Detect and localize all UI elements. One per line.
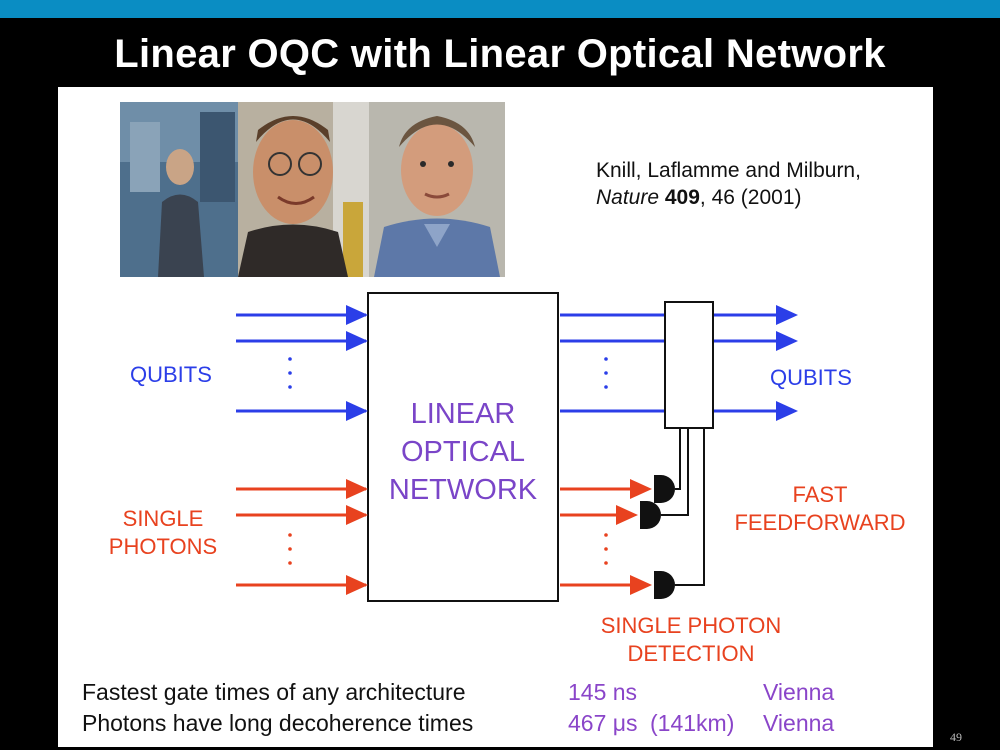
output-photon-lines xyxy=(560,487,638,587)
fast-feedforward-line2: FEEDFORWARD xyxy=(734,510,906,535)
network-label-line1: LINEAR xyxy=(410,398,516,430)
photo-knill xyxy=(120,102,238,277)
output-qubit-lines xyxy=(560,313,778,413)
output-photon-ellipsis xyxy=(604,533,608,565)
output-qubit-ellipsis xyxy=(604,357,608,389)
single-photon-detection-label: SINGLE PHOTON DETECTION xyxy=(588,612,794,668)
input-qubit-ellipsis xyxy=(288,357,292,389)
qubits-input-label: QUBITS xyxy=(130,362,212,387)
single-photons-line2: PHOTONS xyxy=(108,534,218,559)
single-photons-label: SINGLE PHOTONS xyxy=(98,505,228,561)
page-number: 49 xyxy=(950,730,962,744)
fast-feedforward-line1: FAST xyxy=(792,482,848,507)
photon-detectors xyxy=(640,475,675,599)
fact-1-value: 145 ns xyxy=(568,679,638,705)
photo-milburn xyxy=(369,102,505,277)
fast-feedforward-label: FAST FEEDFORWARD xyxy=(722,481,918,537)
photo-laflamme xyxy=(238,102,369,277)
feedforward-wires xyxy=(661,428,705,586)
network-label-line2: OPTICAL xyxy=(400,436,526,468)
single-photons-line1: SINGLE xyxy=(122,506,204,531)
citation-volume: 409 xyxy=(664,186,700,209)
person-photo-icon xyxy=(238,102,369,277)
header-band xyxy=(0,0,1000,18)
citation: Knill, Laflamme and Milburn, Nature 409,… xyxy=(596,157,861,211)
detector-icon xyxy=(654,475,675,503)
detection-line2: DETECTION xyxy=(627,641,755,666)
person-photo-icon xyxy=(120,102,238,277)
fact-2-location: Vienna xyxy=(763,710,835,736)
person-photo-icon xyxy=(369,102,505,277)
input-photon-ellipsis xyxy=(288,533,292,565)
detector-icon xyxy=(654,571,675,599)
feedforward-box xyxy=(664,301,714,429)
qubits-output-label: QUBITS xyxy=(770,365,852,390)
fact-2-description: Photons have long decoherence times xyxy=(82,710,474,736)
citation-journal: Nature xyxy=(596,186,660,209)
input-photon-arrowheads xyxy=(346,479,368,595)
detection-line1: SINGLE PHOTON xyxy=(600,613,782,638)
content-panel: Knill, Laflamme and Milburn, Nature 409,… xyxy=(58,87,933,747)
output-photon-arrowheads xyxy=(616,479,652,595)
network-label-line3: NETWORK xyxy=(388,474,538,506)
klm-diagram xyxy=(236,292,798,602)
network-label: LINEAR OPTICAL NETWORK xyxy=(368,395,558,509)
citation-authors: Knill, Laflamme and Milburn, xyxy=(596,159,861,182)
citation-reference: Nature 409, 46 (2001) xyxy=(596,184,861,211)
input-qubit-lines xyxy=(236,313,366,413)
linear-optical-network-box xyxy=(367,292,559,602)
fact-1-description: Fastest gate times of any architecture xyxy=(82,679,466,705)
detector-icon xyxy=(640,501,661,529)
fact-2-distance: (141km) xyxy=(650,710,735,736)
citation-rest: , 46 (2001) xyxy=(699,186,802,209)
input-qubit-arrowheads xyxy=(346,305,368,421)
slide-title: Linear OQC with Linear Optical Network xyxy=(114,32,886,76)
output-qubit-arrowheads xyxy=(776,305,798,421)
fact-1-location: Vienna xyxy=(763,679,835,705)
input-photon-lines xyxy=(236,487,366,587)
fact-2-value: 467 μs xyxy=(568,710,638,736)
